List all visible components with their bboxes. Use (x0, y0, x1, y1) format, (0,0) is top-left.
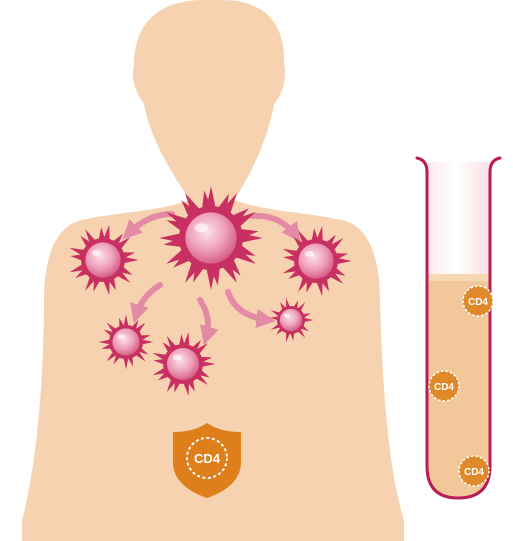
test-tube: CD4 CD4 CD4 (417, 158, 500, 498)
tube-cell-label: CD4 (434, 382, 454, 393)
tube-cell-label: CD4 (468, 297, 488, 308)
shield-label: CD4 (194, 451, 221, 466)
tube-cell: CD4 (429, 371, 459, 401)
liquid-surface (427, 274, 490, 281)
virus-icon (98, 314, 153, 369)
tube-cell-label: CD4 (464, 467, 484, 478)
tube-cell: CD4 (459, 456, 489, 486)
tube-cell: CD4 (463, 286, 493, 316)
